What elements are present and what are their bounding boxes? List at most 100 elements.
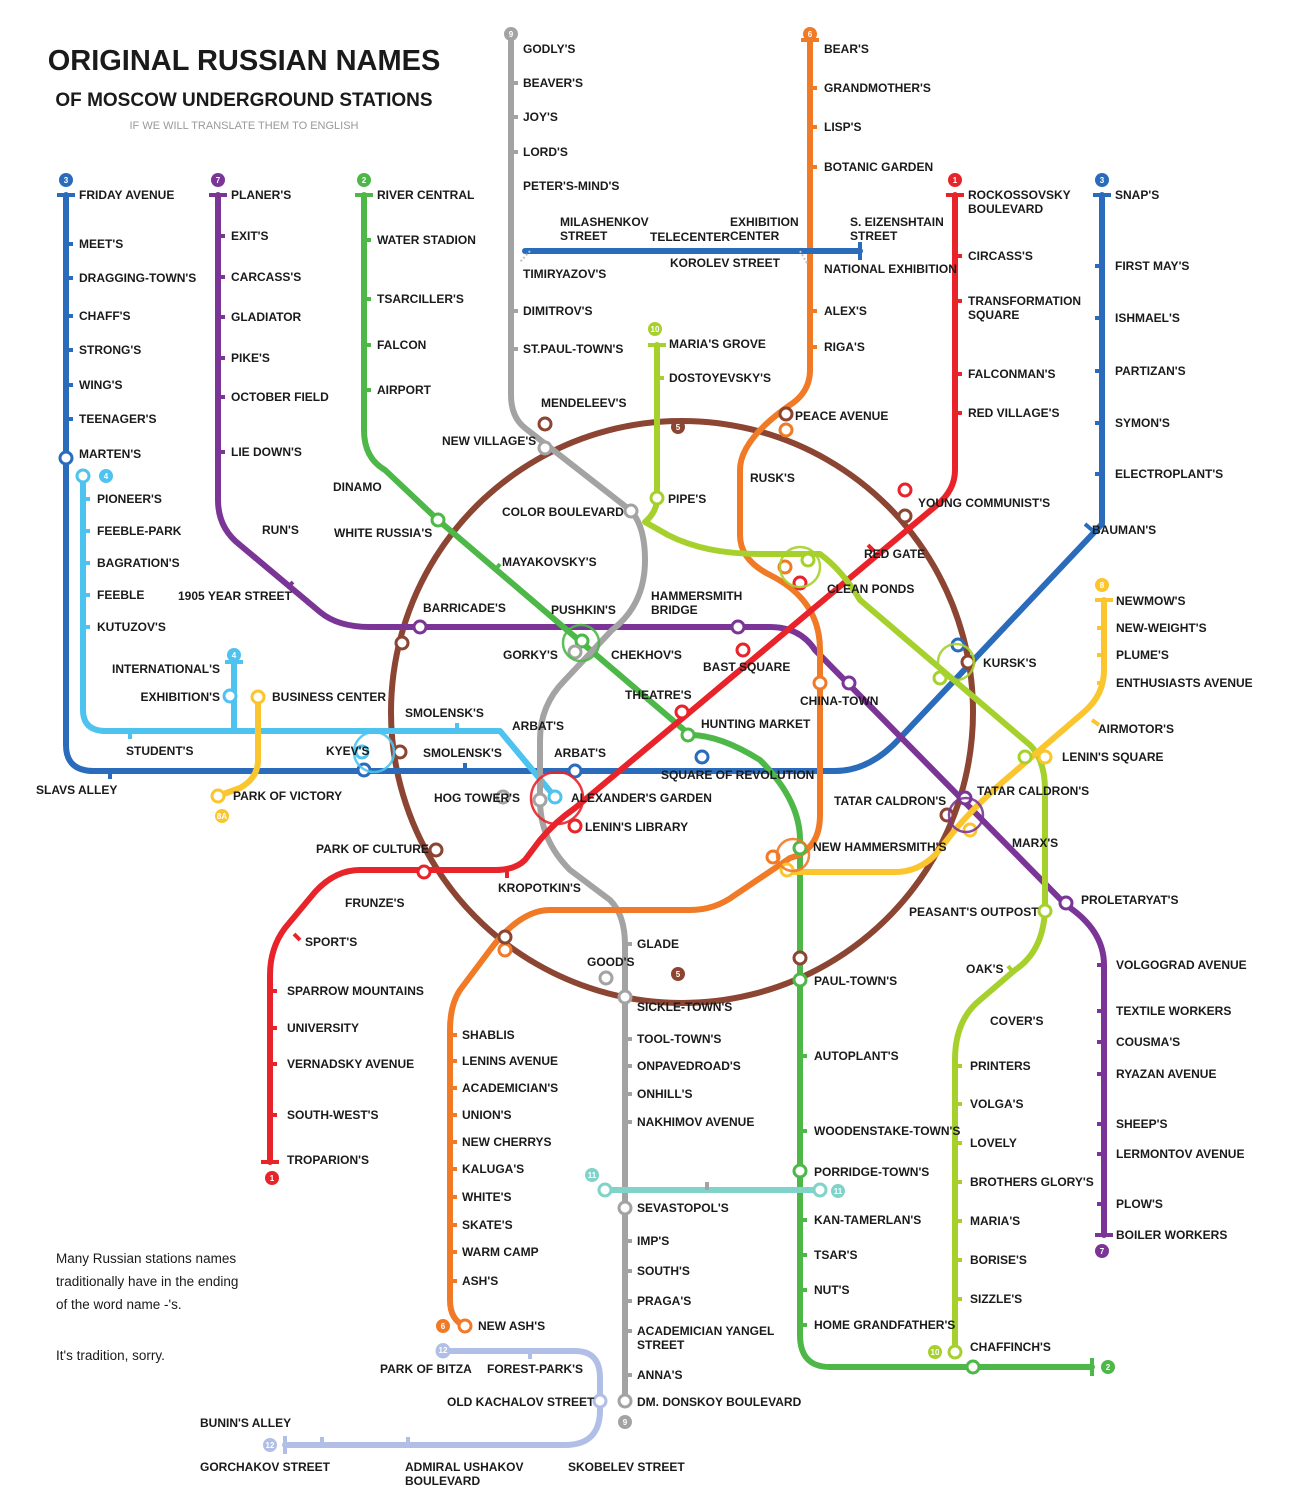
station-label-onhills: ONHILL'S xyxy=(637,1087,693,1101)
transfer-node xyxy=(812,1182,828,1198)
transfer-node xyxy=(1058,895,1074,911)
transfer-node xyxy=(592,1393,608,1409)
transfer-node xyxy=(58,450,74,466)
station-label-new-villages: NEW VILLAGE'S xyxy=(442,434,536,448)
station-label-bunins-alley: BUNIN'S ALLEY xyxy=(200,1416,291,1430)
station-label-color-boulevard: COLOR BOULEVARD xyxy=(502,505,624,519)
transfer-node xyxy=(457,1318,473,1334)
line-badge-number: 8 xyxy=(1100,581,1105,590)
line-badge-circle xyxy=(211,173,225,187)
station-label-newmows: NEWMOW'S xyxy=(1116,594,1186,608)
line-badge-circle xyxy=(1095,1244,1109,1258)
station-label-glade: GLADE xyxy=(637,937,679,951)
station-label-textile-workers: TEXTILE WORKERS xyxy=(1116,1004,1231,1018)
station-label-academicians: ACADEMICIAN'S xyxy=(462,1081,558,1095)
transfer-node xyxy=(537,440,553,456)
station-label-goods: GOOD'S xyxy=(587,955,635,969)
station-label-line: STREET xyxy=(637,1338,685,1352)
station-ticks xyxy=(57,38,1113,1454)
transfer-node xyxy=(778,406,794,422)
line-badge-circle xyxy=(831,1184,845,1198)
line-4 xyxy=(80,472,558,800)
station-label-white-russias: WHITE RUSSIA'S xyxy=(334,526,432,540)
station-label-park-of-bitza: PARK OF BITZA xyxy=(380,1362,472,1376)
line-1 xyxy=(267,192,958,1165)
station-label-young-communists: YOUNG COMMUNIST'S xyxy=(918,496,1050,510)
station-label-wings: WING'S xyxy=(79,378,123,392)
line-badge-number: 4 xyxy=(232,651,237,660)
station-label-woodenstake-towns: WOODENSTAKE-TOWN'S xyxy=(814,1124,960,1138)
station-label-oaks: OAK'S xyxy=(966,962,1004,976)
line-badge-circle xyxy=(618,1415,632,1429)
transfer-node xyxy=(1017,749,1033,765)
transfer-node xyxy=(495,789,511,805)
station-label-annas: ANNA'S xyxy=(637,1368,683,1382)
station-label-tool-town: TOOL-TOWN'S xyxy=(637,1032,721,1046)
line-badge-number: 9 xyxy=(509,30,514,39)
line-badge-circle xyxy=(357,173,371,187)
footnote: Many Russian stations names traditionall… xyxy=(56,1251,238,1363)
station-label-pragas: PRAGA'S xyxy=(637,1294,691,1308)
line-badge-circle xyxy=(928,1345,942,1359)
station-label-boiler-workers: BOILER WORKERS xyxy=(1116,1228,1227,1242)
station-label-business-center: BUSINESS CENTER xyxy=(272,690,386,704)
station-label-line: EXHIBITION xyxy=(730,215,799,229)
station-label-dimitrovs: DIMITROV'S xyxy=(523,304,593,318)
note-line-2: traditionally have in the ending xyxy=(56,1274,238,1289)
line-badge-circle xyxy=(227,648,241,662)
station-label-line: TRANSFORMATION xyxy=(968,294,1081,308)
transfer-hub xyxy=(529,770,585,826)
transfer-node xyxy=(497,942,513,958)
station-label-plows: PLOW'S xyxy=(1116,1197,1163,1211)
station-label-national-exhibition: NATIONAL EXHIBITION xyxy=(824,262,957,276)
station-label-chekhovs: CHEKHOV'S xyxy=(611,648,682,662)
line-badge-circle xyxy=(671,420,685,434)
transfer-node xyxy=(497,929,513,945)
station-label-ryazan: RYAZAN AVENUE xyxy=(1116,1067,1216,1081)
station-label-gorchakov: GORCHAKOV STREET xyxy=(200,1460,331,1474)
station-label-line: BRIDGE xyxy=(651,603,698,617)
line-badge-number: 1 xyxy=(953,176,958,185)
station-label-exits: EXIT'S xyxy=(231,229,269,243)
station-label-feeble: FEEBLE xyxy=(97,588,144,602)
line-badge-circle xyxy=(263,1438,277,1452)
station-label-airport: AIRPORT xyxy=(377,383,432,397)
station-label-mayakovskys: MAYAKOVSKY'S xyxy=(502,555,597,569)
station-tick xyxy=(1006,964,1015,974)
station-label-clean-ponds: CLEAN PONDS xyxy=(827,582,914,596)
station-labels: FRIDAY AVENUEMEET'SDRAGGING-TOWN'SCHAFF'… xyxy=(36,42,1253,1488)
line-7 xyxy=(215,192,1107,1238)
station-label-sickle-town: SICKLE-TOWN'S xyxy=(637,1000,732,1014)
station-label-dinamo: DINAMO xyxy=(333,480,382,494)
line-badge-number: 2 xyxy=(1106,1363,1111,1372)
station-label-gorkys: GORKY'S xyxy=(503,648,558,662)
line-badge-number: 12 xyxy=(266,1441,275,1450)
line-badge-number: 1 xyxy=(270,1174,275,1183)
transfer-node xyxy=(792,950,808,966)
station-label-kyevs: KYEV'S xyxy=(326,744,370,758)
transfer-node xyxy=(649,490,665,506)
station-label-line: STREET xyxy=(560,229,608,243)
station-label-hog-towers: HOG TOWER'S xyxy=(434,791,520,805)
transfer-node xyxy=(730,619,746,635)
station-label-korolev: KOROLEV STREET xyxy=(670,256,781,270)
station-label-internationals: INTERNATIONAL'S xyxy=(112,662,220,676)
station-label-dostoyevskys: DOSTOYEVSKY'S xyxy=(669,371,771,385)
line-badge-number: 11 xyxy=(588,1171,597,1180)
station-label-teenagers: TEENAGER'S xyxy=(79,412,157,426)
station-label-carcass: CARCASS'S xyxy=(231,270,301,284)
station-label-theatres: THEATRE'S xyxy=(625,688,692,702)
station-label-square-of-revolution: SQUARE OF REVOLUTION xyxy=(661,768,814,782)
station-label-paul-towns: PAUL-TOWN'S xyxy=(814,974,897,988)
line-badge-number: 5 xyxy=(676,970,681,979)
station-tick xyxy=(292,543,876,942)
station-label-dm-donskoy: DM. DONSKOY BOULEVARD xyxy=(637,1395,802,1409)
line-badge-number: 6 xyxy=(808,30,813,39)
station-label-snaps: SNAP'S xyxy=(1115,188,1159,202)
station-label-sports: SPORT'S xyxy=(305,935,357,949)
transfer-node xyxy=(430,512,446,528)
transfer-node xyxy=(960,654,976,670)
station-label-smolensks-blue: SMOLENSK'S xyxy=(405,706,484,720)
map-subtitle: OF MOSCOW UNDERGROUND STATIONS xyxy=(55,90,432,111)
